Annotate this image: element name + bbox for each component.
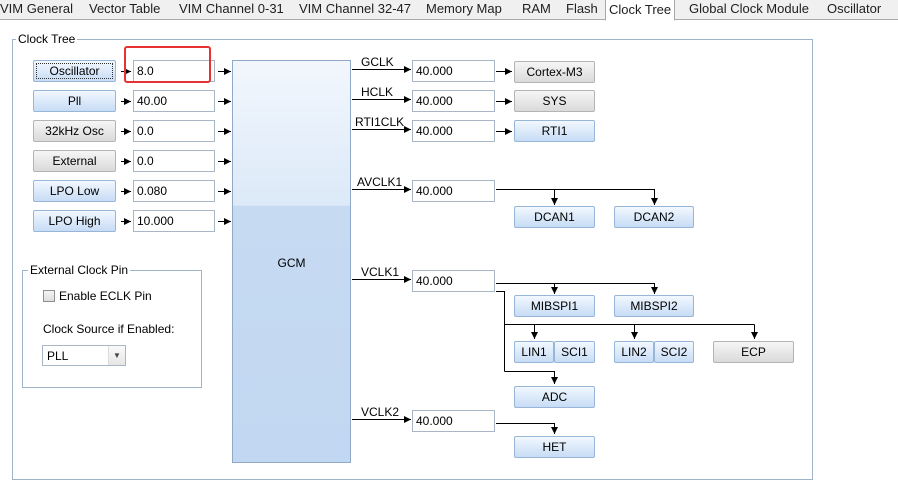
avclk1-label: AVCLK1: [357, 175, 403, 189]
lin2-button[interactable]: LIN2: [614, 341, 654, 363]
vclk1-frequency-field[interactable]: 40.000: [412, 270, 495, 292]
enable-eclk-label: Enable ECLK Pin: [59, 289, 152, 303]
external-button[interactable]: External: [33, 150, 116, 172]
tab-global-clock-module[interactable]: Global Clock Module: [689, 1, 809, 16]
clock-tree-group-title: Clock Tree: [16, 32, 78, 46]
tab-vector-table[interactable]: Vector Table: [89, 1, 161, 16]
dcan2-button[interactable]: DCAN2: [614, 206, 694, 228]
vclk1-label: VCLK1: [361, 265, 400, 279]
adc-button[interactable]: ADC: [514, 386, 595, 408]
32khz-osc-button[interactable]: 32kHz Osc: [33, 120, 116, 142]
gcm-block: GCM: [232, 60, 351, 463]
external-frequency-field[interactable]: 0.0: [133, 150, 215, 172]
lpo-high-frequency-field[interactable]: 10.000: [133, 210, 215, 232]
gclk-frequency-field[interactable]: 40.000: [412, 60, 495, 82]
vclk2-label: VCLK2: [361, 405, 400, 419]
rti1clk-frequency-field[interactable]: 40.000: [412, 120, 495, 142]
sys-button[interactable]: SYS: [514, 90, 595, 112]
tab-vim-channel-0-31[interactable]: VIM Channel 0-31: [179, 1, 284, 16]
avclk1-frequency-field[interactable]: 40.000: [412, 180, 495, 202]
lpo-high-button[interactable]: LPO High: [33, 210, 116, 232]
sci1-button[interactable]: SCI1: [554, 341, 595, 363]
tab-memory-map[interactable]: Memory Map: [426, 1, 502, 16]
chevron-down-icon[interactable]: ▼: [108, 346, 125, 365]
het-button[interactable]: HET: [514, 436, 595, 458]
32khz-osc-frequency-field[interactable]: 0.0: [133, 120, 215, 142]
clock-tree-group: [12, 39, 813, 480]
pll-frequency-field[interactable]: 40.00: [133, 90, 215, 112]
dcan1-button[interactable]: DCAN1: [514, 206, 595, 228]
gcm-label: GCM: [277, 256, 306, 270]
mibspi2-button[interactable]: MIBSPI2: [614, 295, 694, 317]
highlight-box: [124, 46, 211, 83]
oscillator-button[interactable]: Oscillator: [33, 60, 116, 82]
rti1clk-label: RTI1CLK: [355, 115, 405, 129]
tab-oscillator[interactable]: Oscillator: [827, 1, 882, 16]
tab-ram[interactable]: RAM: [522, 1, 551, 16]
mibspi1-button[interactable]: MIBSPI1: [514, 295, 595, 317]
tab-vim-channel-32-47[interactable]: VIM Channel 32-47: [299, 1, 412, 16]
clock-source-value: PLL: [47, 349, 69, 363]
cortex-m3-button[interactable]: Cortex-M3: [514, 61, 595, 83]
tab-clock-tree[interactable]: Clock Tree: [605, 0, 676, 21]
hclk-label: HCLK: [361, 85, 394, 99]
lpo-low-frequency-field[interactable]: 0.080: [133, 180, 215, 202]
tab-flash[interactable]: Flash: [566, 1, 598, 16]
ecp-button[interactable]: ECP: [713, 341, 794, 363]
gclk-label: GCLK: [361, 55, 394, 69]
vclk2-frequency-field[interactable]: 40.000: [412, 410, 495, 432]
lin1-button[interactable]: LIN1: [514, 341, 554, 363]
clock-source-select[interactable]: PLL ▼: [42, 345, 126, 366]
pll-button[interactable]: Pll: [33, 90, 116, 112]
clock-source-label: Clock Source if Enabled:: [43, 322, 175, 336]
external-clock-pin-title: External Clock Pin: [28, 263, 131, 277]
rti1-button[interactable]: RTI1: [514, 120, 595, 142]
sci2-button[interactable]: SCI2: [654, 341, 694, 363]
tab-bar: VIM General Vector Table VIM Channel 0-3…: [0, 0, 898, 21]
enable-eclk-checkbox[interactable]: [43, 290, 55, 302]
tab-vim-general[interactable]: VIM General: [0, 1, 73, 16]
hclk-frequency-field[interactable]: 40.000: [412, 90, 495, 112]
lpo-low-button[interactable]: LPO Low: [33, 180, 116, 202]
